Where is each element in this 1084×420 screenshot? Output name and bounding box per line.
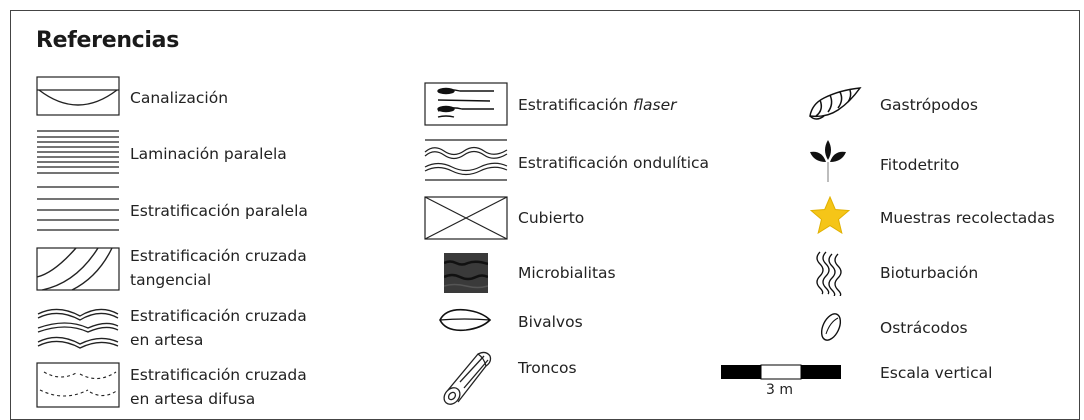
label-gastropodos: Gastrópodos: [880, 96, 978, 114]
channel-icon: [36, 76, 120, 116]
label-cruzada-artesa-1: Estratificación cruzada: [130, 307, 307, 325]
label-flaser: Estratificación flaser: [518, 94, 677, 116]
label-laminacion-paralela: Laminación paralela: [130, 145, 287, 163]
label-estratificacion-paralela: Estratificación paralela: [130, 202, 308, 220]
flaser-bedding-icon: [424, 82, 508, 126]
microbialite-icon: [444, 253, 488, 293]
label-microbialitas: Microbialitas: [518, 264, 616, 282]
label-muestras: Muestras recolectadas: [880, 209, 1055, 227]
parallel-lamination-icon: [37, 130, 119, 174]
label-fitodetrito: Fitodetrito: [880, 156, 960, 174]
wavy-bedding-icon: [424, 139, 508, 181]
covered-icon: [424, 196, 508, 240]
log-trunk-icon: [443, 351, 492, 405]
gastropod-icon: [809, 87, 862, 120]
diffuse-trough-cross-bedding-icon: [36, 362, 120, 408]
legend-title: Referencias: [36, 28, 180, 53]
label-cruzada-difusa-2: en artesa difusa: [130, 390, 256, 408]
bioturbation-icon: [816, 251, 842, 296]
label-cruzada-tangencial-2: tangencial: [130, 271, 212, 289]
tangential-cross-bedding-icon: [36, 247, 120, 291]
scale-bar-icon: [721, 364, 841, 380]
label-cubierto: Cubierto: [518, 209, 585, 227]
ostracod-icon: [820, 313, 842, 341]
label-cruzada-tangencial-1: Estratificación cruzada: [130, 247, 307, 265]
trough-cross-bedding-icon: [37, 308, 119, 349]
label-cruzada-difusa-1: Estratificación cruzada: [130, 366, 307, 384]
bivalve-icon: [439, 308, 492, 332]
parallel-bedding-icon: [37, 186, 119, 231]
scale-bar-text: 3 m: [766, 382, 793, 398]
label-cruzada-artesa-2: en artesa: [130, 331, 204, 349]
label-canalizacion: Canalización: [130, 89, 229, 107]
label-flaser-prefix: Estratificación: [518, 96, 634, 114]
label-troncos: Troncos: [518, 359, 577, 377]
star-icon: [810, 196, 850, 234]
label-ostracodos: Ostrácodos: [880, 319, 968, 337]
label-escala-vertical: Escala vertical: [880, 364, 993, 382]
label-ondulitica: Estratificación ondulítica: [518, 154, 710, 172]
label-flaser-italic: flaser: [633, 96, 677, 114]
label-bioturbacion: Bioturbación: [880, 264, 979, 282]
label-bivalvos: Bivalvos: [518, 313, 583, 331]
plant-debris-icon: [810, 140, 846, 182]
